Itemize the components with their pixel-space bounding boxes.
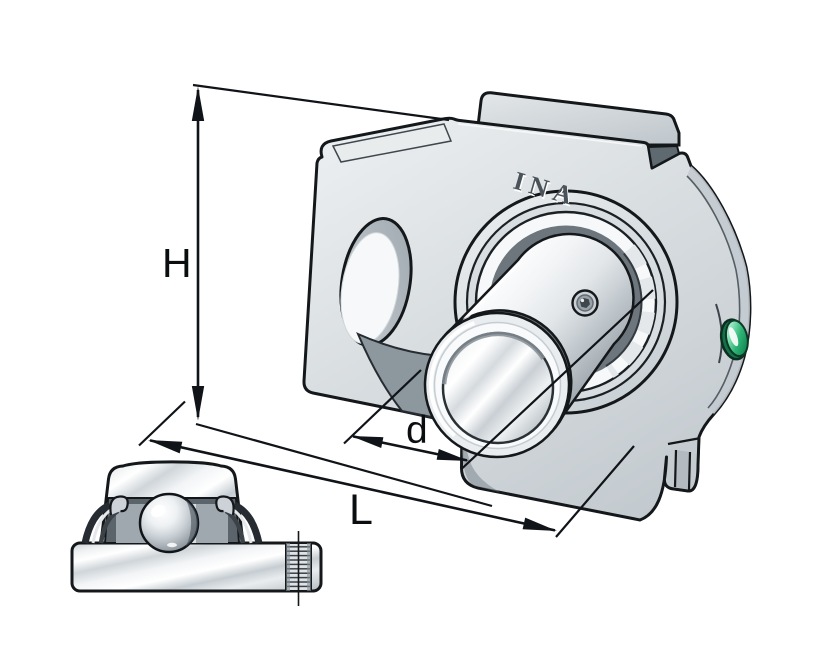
dim-length-arrow-right bbox=[522, 517, 557, 531]
dim-bore-ext-right bbox=[461, 289, 654, 470]
dim-bore-arrow-right bbox=[436, 449, 469, 461]
housing-right-crease bbox=[686, 175, 741, 409]
foot-notch-fill bbox=[675, 450, 690, 490]
dim-height-ext-bottom bbox=[195, 422, 493, 508]
ball-glint-bottom bbox=[167, 542, 177, 548]
set-screw bbox=[571, 289, 599, 317]
bore-inner-shadow bbox=[441, 331, 546, 385]
main-view: INA INA bbox=[302, 91, 752, 522]
bearing-boss bbox=[423, 189, 679, 459]
dim-bore-ext-left bbox=[343, 369, 422, 445]
section-thread-shade-left bbox=[286, 543, 290, 591]
housing-right-chamfer bbox=[687, 166, 750, 414]
section-view bbox=[70, 460, 323, 606]
foot-notch-line-right bbox=[687, 451, 692, 490]
set-screw-glint bbox=[580, 298, 585, 303]
bearing-cage-edge bbox=[605, 252, 643, 367]
dim-height-arrow-top bbox=[191, 86, 205, 121]
section-base-plate bbox=[70, 541, 323, 593]
foot-notch-line-left bbox=[673, 449, 678, 488]
dimension-annotations: H L d bbox=[138, 83, 654, 538]
dim-length-arrow-left bbox=[148, 440, 183, 454]
dim-bore-arrow-left bbox=[351, 436, 384, 448]
dim-length-label: L bbox=[349, 486, 373, 534]
ball-glint bbox=[151, 504, 165, 518]
guide-foot-notch bbox=[667, 437, 699, 490]
dim-bore-label: d bbox=[406, 409, 428, 452]
guide-channel-groove bbox=[647, 144, 681, 170]
dim-length-line bbox=[149, 439, 556, 532]
sleeve-rim-highlight bbox=[429, 321, 476, 438]
section-thread-shade-right bbox=[307, 543, 311, 591]
dim-length-ext-right bbox=[555, 445, 635, 538]
seal-right-outer bbox=[232, 501, 263, 544]
section-clip-right bbox=[215, 495, 235, 516]
bearing-cage-segments bbox=[606, 244, 656, 378]
seal-left-outer bbox=[81, 501, 112, 544]
dim-height-arrow-bottom bbox=[191, 386, 205, 421]
dim-height-label: H bbox=[162, 240, 192, 286]
section-clip-left bbox=[109, 495, 129, 516]
dim-height-ext-top bbox=[192, 83, 450, 122]
section-ball bbox=[138, 492, 200, 554]
housing-web-face bbox=[331, 123, 453, 163]
rail-front-highlight bbox=[457, 123, 643, 147]
base-underside bbox=[461, 430, 500, 492]
ball-shadow-crescent bbox=[185, 499, 199, 547]
dim-length-ext-left bbox=[138, 400, 186, 447]
foot-step-line bbox=[667, 437, 699, 446]
grease-nipple bbox=[719, 318, 749, 361]
grease-nipple-highlight bbox=[728, 327, 739, 347]
